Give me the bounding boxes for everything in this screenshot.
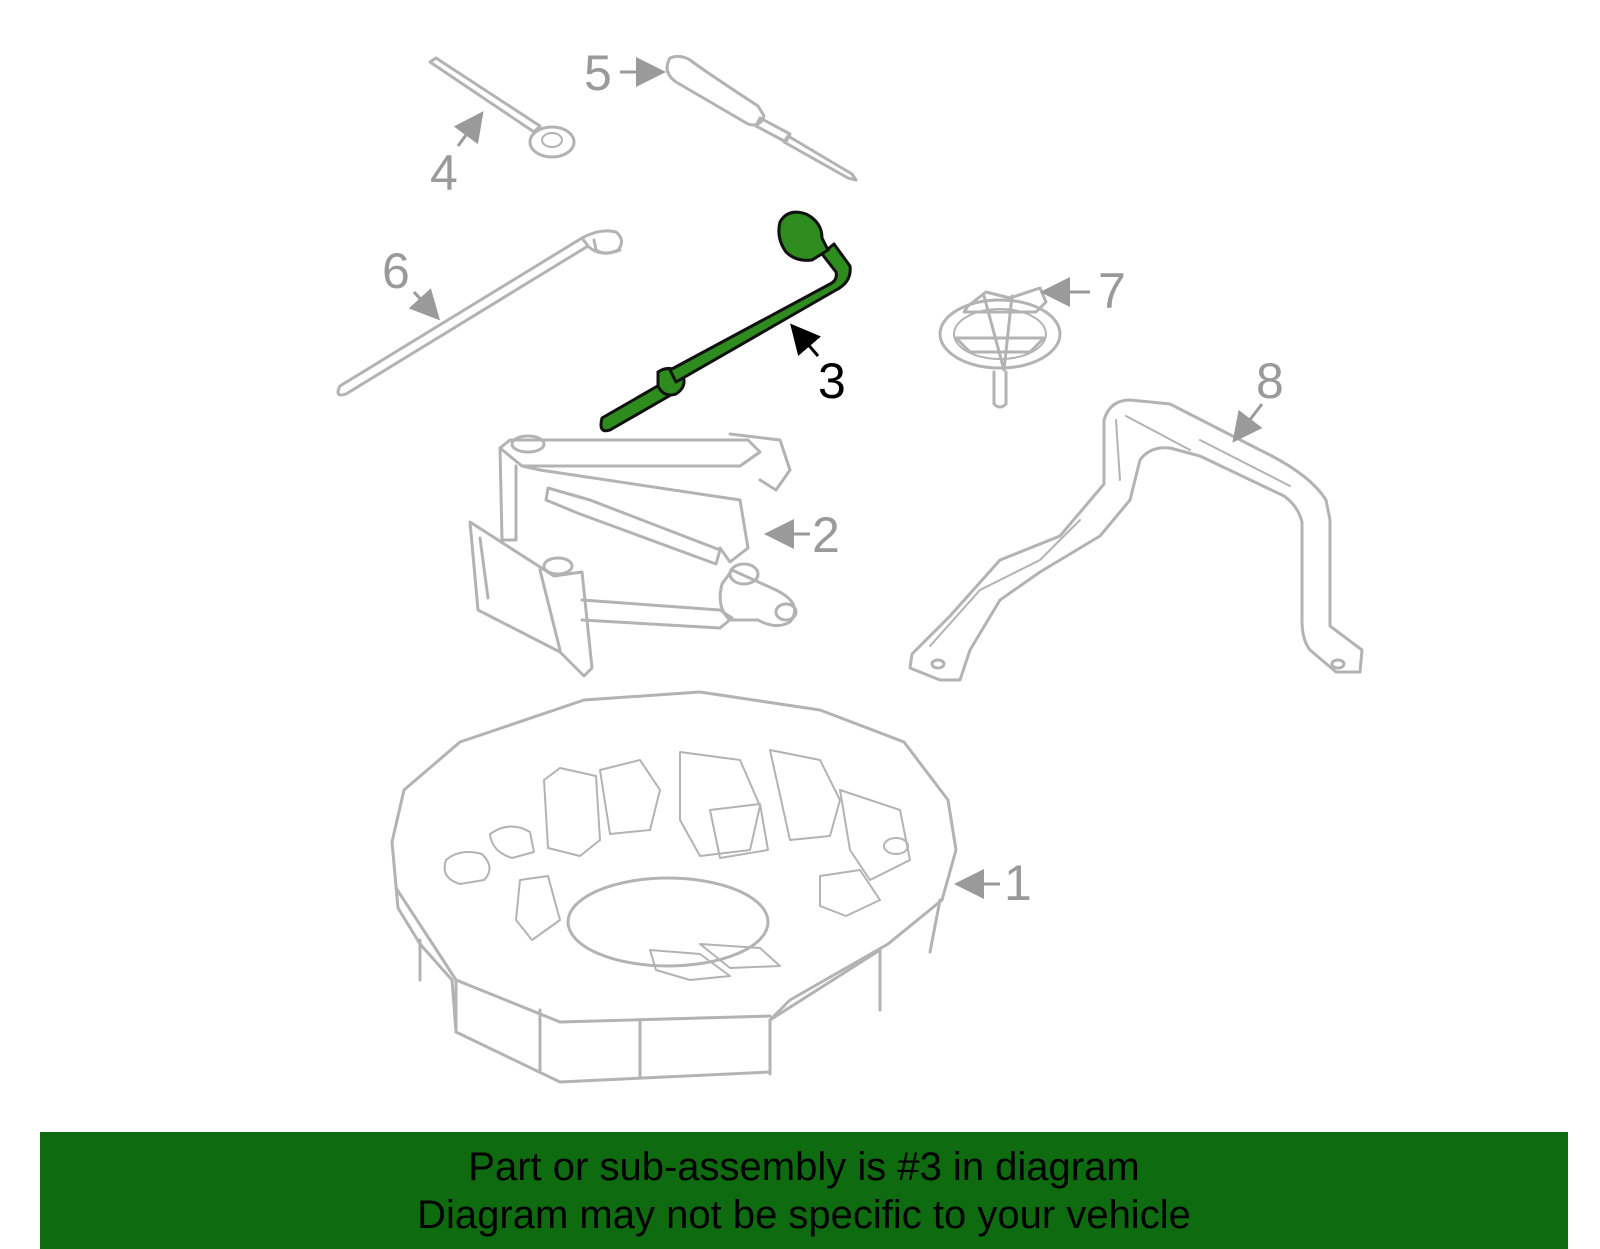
svg-text:1: 1 bbox=[1004, 855, 1032, 911]
banner-line-1: Part or sub-assembly is #3 in diagram bbox=[468, 1144, 1140, 1189]
callout-8[interactable]: 8 bbox=[1232, 353, 1284, 443]
info-banner: Part or sub-assembly is #3 in diagram Di… bbox=[40, 1132, 1568, 1249]
svg-text:2: 2 bbox=[812, 507, 840, 563]
part-7-hold-down[interactable] bbox=[938, 286, 1062, 409]
parts-diagram: 4 5 6 3 7 8 2 1 bbox=[336, 45, 1364, 1084]
svg-text:7: 7 bbox=[1098, 263, 1126, 319]
part-3-lug-wrench[interactable] bbox=[599, 210, 852, 433]
callout-6[interactable]: 6 bbox=[382, 243, 441, 321]
svg-text:3: 3 bbox=[818, 353, 846, 409]
callout-4[interactable]: 4 bbox=[430, 111, 484, 201]
callout-1[interactable]: 1 bbox=[954, 855, 1032, 911]
part-2-jack[interactable] bbox=[468, 432, 798, 678]
svg-text:4: 4 bbox=[430, 145, 458, 201]
callout-2[interactable]: 2 bbox=[764, 507, 840, 563]
banner-line-2: Diagram may not be specific to your vehi… bbox=[417, 1192, 1191, 1237]
callout-7[interactable]: 7 bbox=[1040, 263, 1126, 319]
part-8-bracket[interactable] bbox=[908, 398, 1364, 682]
part-5-screwdriver[interactable] bbox=[665, 54, 858, 182]
svg-text:5: 5 bbox=[584, 45, 612, 101]
part-4-tow-hook[interactable] bbox=[428, 56, 576, 159]
callout-5[interactable]: 5 bbox=[584, 45, 666, 101]
svg-text:8: 8 bbox=[1256, 353, 1284, 409]
part-6-rod[interactable] bbox=[336, 229, 623, 397]
svg-text:6: 6 bbox=[382, 243, 410, 299]
callout-3[interactable]: 3 bbox=[790, 323, 846, 409]
part-1-tire-tray[interactable] bbox=[390, 690, 958, 1084]
